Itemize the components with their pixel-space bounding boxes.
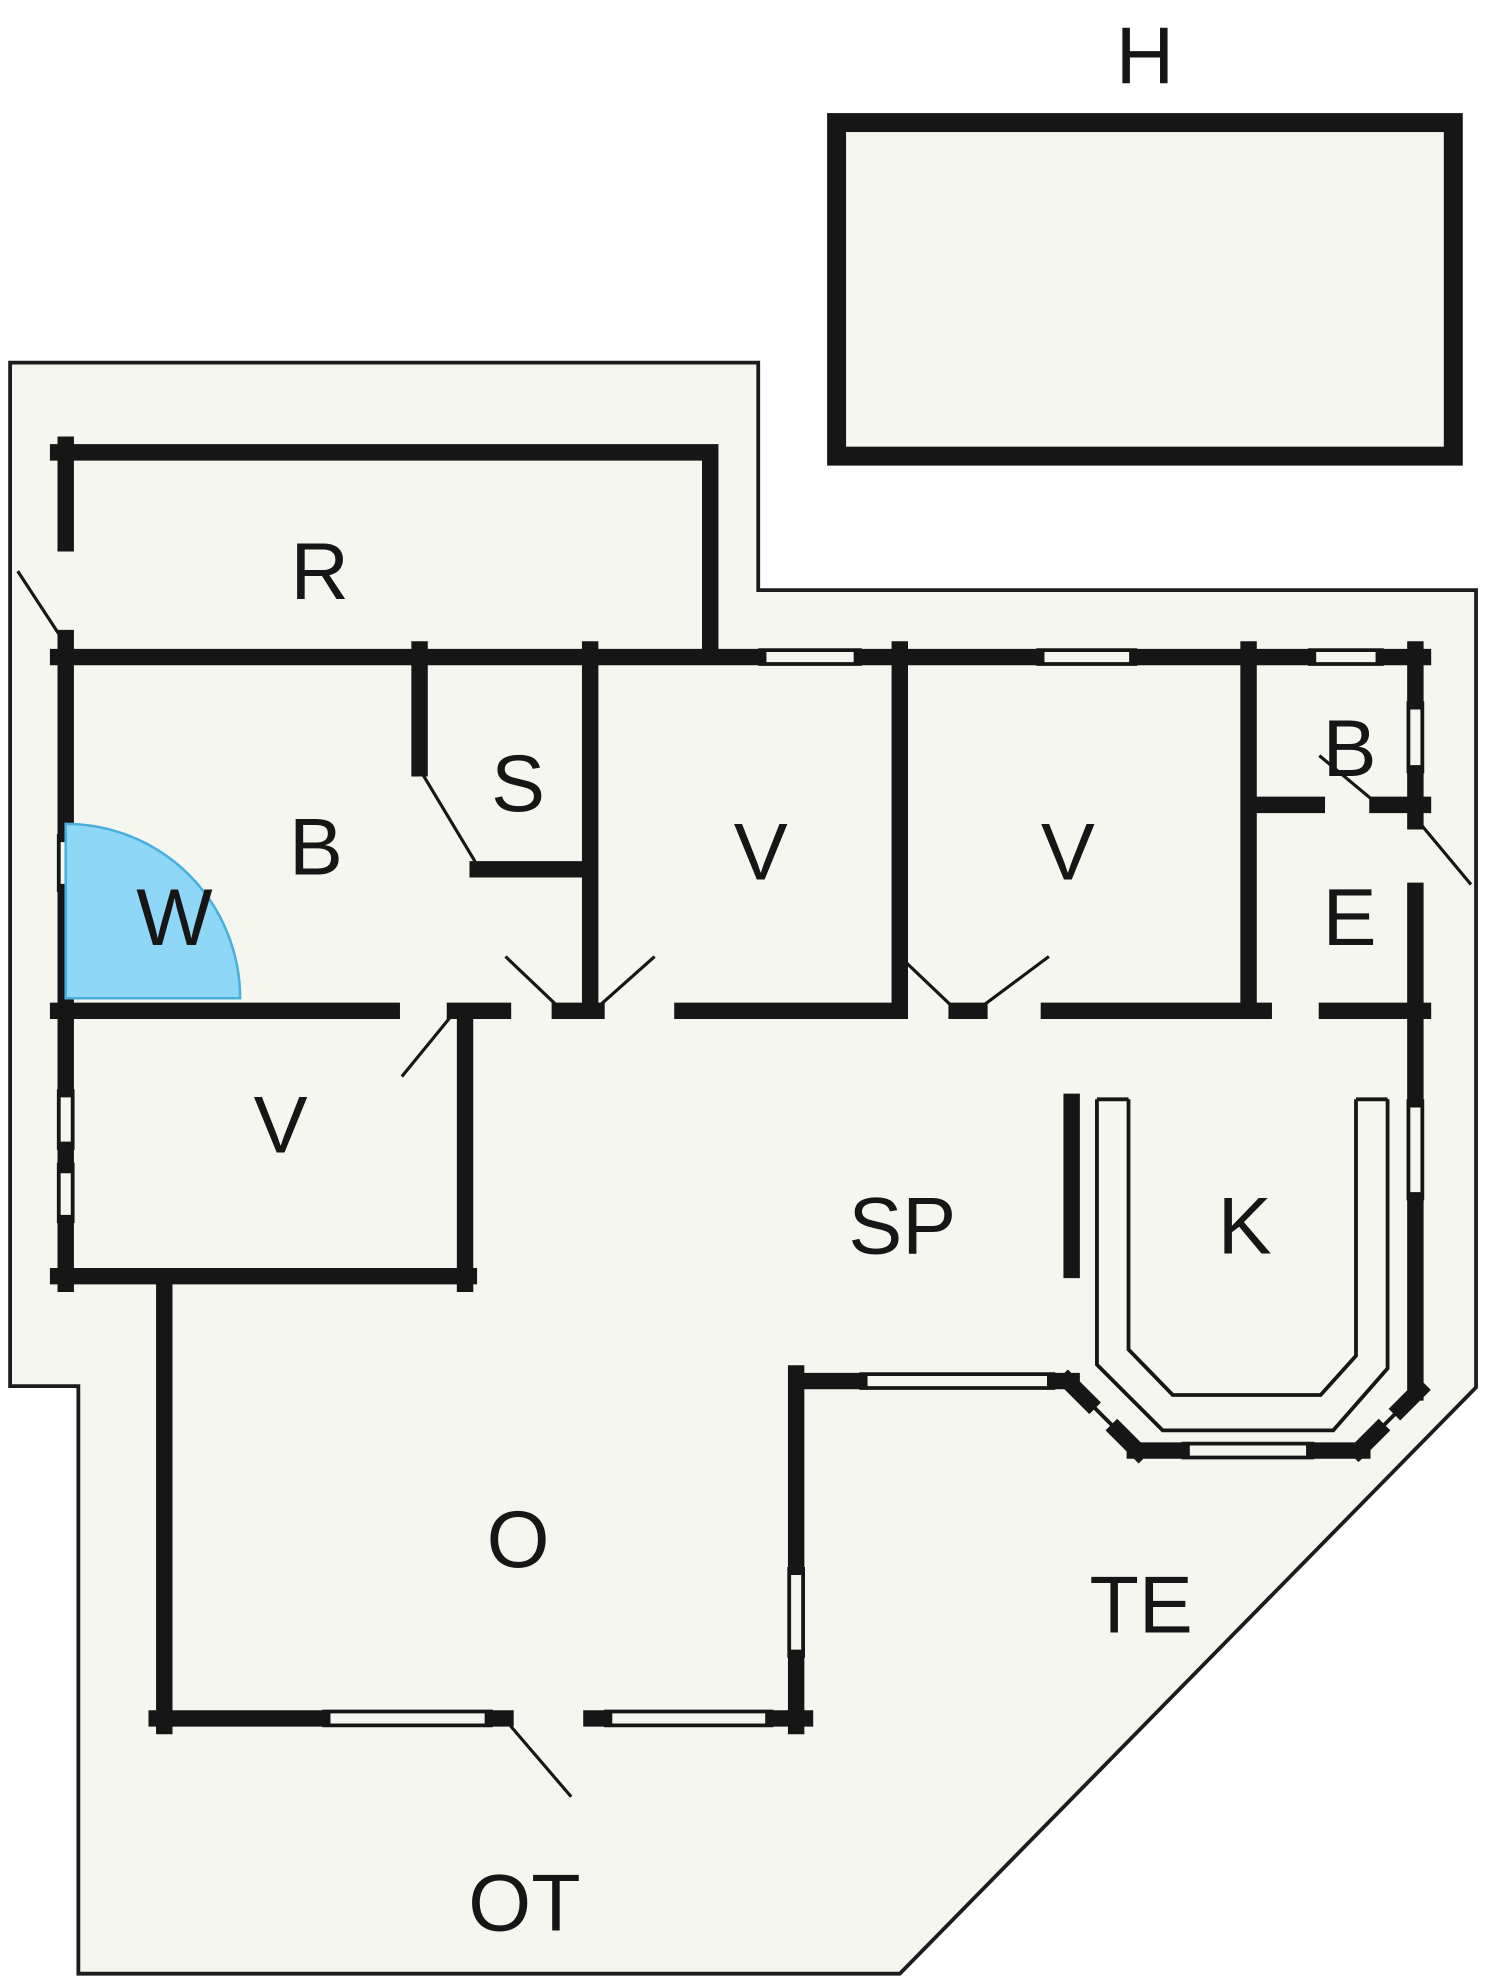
room-label-b-small: B [1323,704,1377,794]
room-label-ot: OT [468,1859,580,1949]
house-walls [49,436,1432,1735]
annex-h-outline [827,113,1463,466]
room-label-v3: V [254,1080,308,1170]
room-label-k: K [1218,1181,1272,1271]
w-door-swing-highlight [64,822,242,1000]
room-label-o: O [487,1495,550,1585]
kitchen-counter [1095,1097,1390,1433]
room-label-w: W [136,873,213,963]
room-labels: H R B W S V V B E V SP K O TE OT [136,11,1376,1948]
room-label-sp: SP [848,1181,956,1271]
annex-h-label: H [1116,11,1174,101]
room-label-r: R [291,527,349,617]
room-label-e: E [1323,873,1377,963]
room-label-v2: V [1041,807,1095,897]
room-label-te: TE [1089,1561,1192,1651]
plot-outline [8,360,1478,1976]
room-label-b-main: B [289,802,343,892]
window-markers [56,648,1425,1728]
door-swing-lines [16,570,1473,1798]
room-label-v1: V [734,807,788,897]
room-label-s: S [491,739,545,829]
